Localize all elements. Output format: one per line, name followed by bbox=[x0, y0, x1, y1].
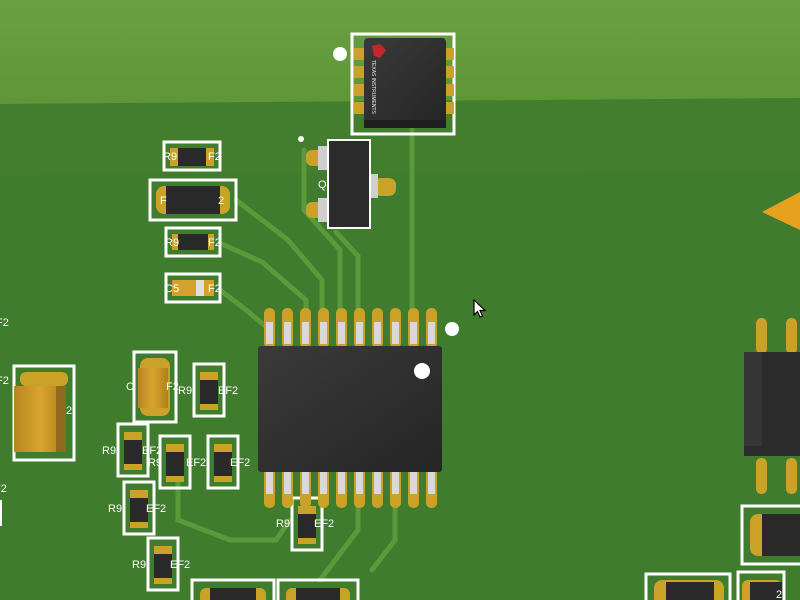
resistor-bottom-right-a[interactable] bbox=[740, 504, 800, 566]
main-ic[interactable] bbox=[258, 308, 442, 508]
label: R9 bbox=[132, 559, 146, 571]
label: R9 bbox=[102, 445, 116, 457]
label: EF2 bbox=[142, 445, 162, 457]
pin1-dot-top-ic bbox=[333, 47, 347, 61]
label: C bbox=[126, 381, 134, 393]
resistor-r9-b[interactable]: R9 F2 bbox=[164, 226, 222, 258]
pin1-dot-main-ic bbox=[414, 363, 430, 379]
resistor-bottom-right-b[interactable] bbox=[644, 572, 732, 600]
label: EF2 bbox=[186, 457, 206, 469]
top-ic-brand: TEXAS INSTRUMENTS bbox=[370, 60, 376, 115]
label: F2 bbox=[208, 237, 221, 249]
label: F2 bbox=[0, 317, 9, 329]
label: F2 bbox=[166, 381, 179, 393]
label: 2 bbox=[218, 195, 224, 207]
resistor-bottom-right-c[interactable]: 2 bbox=[736, 570, 786, 600]
label: 2 bbox=[66, 405, 72, 417]
label: 2 bbox=[776, 589, 782, 600]
fiducial-dot bbox=[445, 322, 459, 336]
resistor-r9-v1[interactable]: R9 EF2 bbox=[178, 362, 238, 418]
resistor-r9-v7[interactable]: R9 EF2 bbox=[276, 496, 334, 552]
ti-logo-icon bbox=[372, 44, 386, 58]
top-ic[interactable]: TEXAS INSTRUMENTS bbox=[350, 32, 456, 136]
silk-edge bbox=[0, 500, 2, 526]
label: R9 bbox=[108, 503, 122, 515]
transistor-label: Q bbox=[318, 179, 327, 191]
label: EF2 bbox=[230, 457, 250, 469]
label: F bbox=[160, 195, 167, 207]
label: C5 bbox=[165, 283, 179, 295]
tantalum-cap-left[interactable]: 2 bbox=[12, 364, 76, 462]
resistor-bottom-center-b[interactable] bbox=[276, 578, 360, 600]
resistor-r9-v2[interactable]: R9 EF2 bbox=[102, 422, 162, 478]
resistor-r9-v5[interactable]: R9 EF2 bbox=[108, 480, 166, 536]
resistor-r9-v6[interactable]: R9 EF2 bbox=[132, 536, 190, 592]
mouse-cursor-icon bbox=[473, 299, 487, 318]
origin-marker-icon bbox=[762, 192, 800, 230]
capacitor-c5[interactable]: C5 F2 bbox=[164, 272, 222, 304]
label: R9 bbox=[165, 237, 179, 249]
label: F2 bbox=[0, 483, 7, 495]
label: EF2 bbox=[170, 559, 190, 571]
label: F2 bbox=[208, 151, 221, 163]
label: F2 bbox=[0, 375, 9, 387]
label: EF2 bbox=[314, 518, 334, 530]
label: R9 bbox=[148, 457, 162, 469]
resistor-r9-v3[interactable]: R9 EF2 bbox=[148, 434, 206, 490]
resistor-bottom-center-a[interactable] bbox=[190, 578, 276, 600]
label: EF2 bbox=[218, 385, 238, 397]
tantalum-cap-c[interactable]: C F2 bbox=[126, 350, 179, 424]
label: R9 bbox=[163, 151, 177, 163]
label: EF2 bbox=[146, 503, 166, 515]
label: R9 bbox=[276, 518, 290, 530]
resistor-large[interactable]: F 2 bbox=[148, 178, 238, 222]
label: F2 bbox=[208, 283, 221, 295]
resistor-r9-a[interactable]: R9 F2 bbox=[162, 140, 222, 172]
resistor-r9-v4[interactable]: EF2 bbox=[206, 434, 250, 490]
transistor-q[interactable]: Q bbox=[298, 136, 396, 229]
right-ic-partial[interactable] bbox=[744, 318, 800, 494]
label: R9 bbox=[178, 385, 192, 397]
